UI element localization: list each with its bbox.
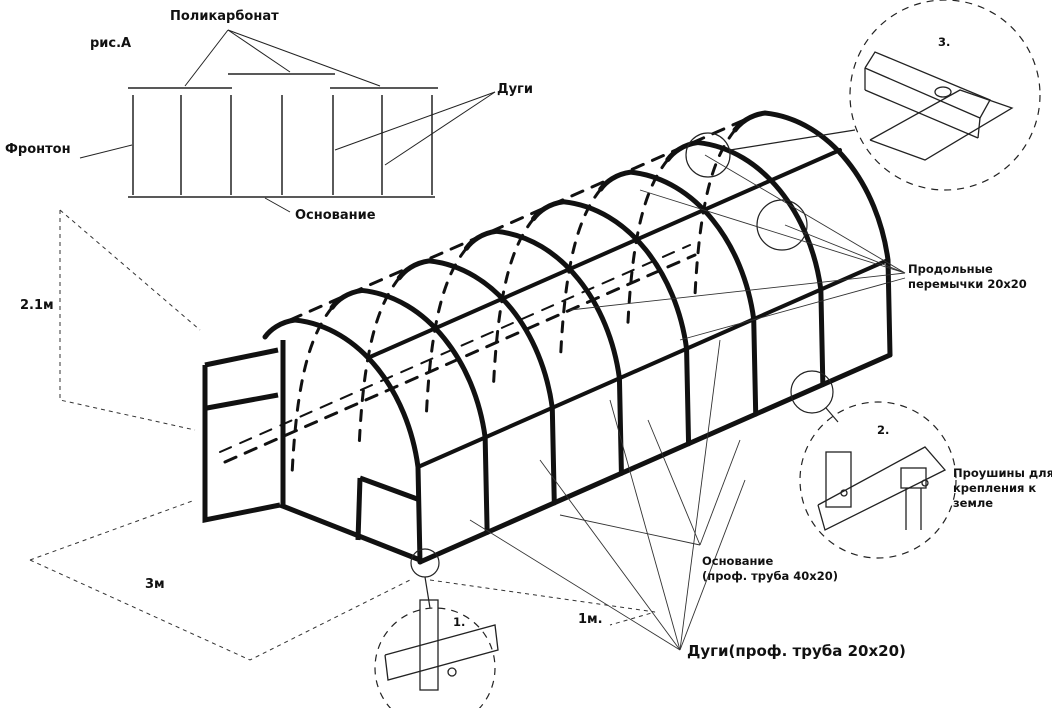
gable-label: Фронтон — [5, 142, 71, 157]
figure-a-drawing — [79, 29, 496, 213]
inset-2-circle — [799, 401, 957, 559]
inset-1-sketch — [384, 599, 499, 691]
arch-hidden-side — [424, 246, 468, 415]
detail-circles — [374, 0, 1041, 708]
lugs-line-3: земле — [953, 496, 994, 510]
base-pipe-line-1: Основание — [702, 554, 774, 568]
arch — [396, 258, 557, 506]
inset-3-sketch — [864, 51, 1014, 161]
base-pipe-label: Основание (проф. труба 40х20) — [702, 554, 838, 584]
arcs-label: Дуги — [497, 82, 533, 97]
inset-3-number: 3. — [938, 35, 951, 49]
longitudinal-brace-hidden — [223, 253, 697, 464]
lugs-line-1: Проушины для — [953, 466, 1052, 480]
arch-hidden-side — [693, 128, 737, 297]
figure-a-title: рис.А — [90, 36, 132, 51]
inset-1-number: 1. — [453, 615, 466, 629]
arcs-pipe-label: Дуги(проф. труба 20х20) — [687, 642, 906, 660]
inset-2-number: 2. — [877, 423, 890, 437]
arch — [262, 317, 423, 565]
base-beam-front — [417, 352, 893, 565]
longitudinal-brace-lower — [416, 258, 890, 469]
leader-lines — [469, 154, 906, 651]
base-beam-back — [219, 244, 691, 453]
longitudinal-line-2: перемычки 20х20 — [908, 277, 1027, 291]
longitudinal-brace-top — [288, 111, 762, 322]
width-dimension: 3м — [145, 577, 165, 592]
arch-hidden-side — [290, 305, 334, 474]
arch-hidden-side — [357, 276, 401, 445]
height-dimension: 2.1м — [20, 298, 54, 313]
inset-1-circle — [374, 607, 496, 708]
arch-hidden-side — [559, 187, 603, 356]
longitudinal-brace-ridge — [368, 148, 842, 359]
greenhouse-frame — [219, 110, 893, 565]
inset-2-sketch — [817, 446, 947, 531]
inset-3-circle — [849, 0, 1041, 191]
front-gable — [202, 340, 421, 563]
dimension-lines — [29, 209, 656, 661]
lugs-label: Проушины для крепления к земле — [953, 466, 1052, 511]
arch-hidden-side — [626, 158, 670, 327]
longitudinal-line-1: Продольные — [908, 262, 993, 276]
lugs-line-2: крепления к — [953, 481, 1037, 495]
figure-a-arcs — [132, 95, 433, 195]
arch-hidden-side — [492, 217, 536, 386]
polycarbonate-label: Поликарбонат — [170, 9, 279, 24]
arch — [598, 169, 759, 417]
spacing-dimension: 1м. — [578, 612, 603, 627]
base-label: Основание — [295, 208, 376, 223]
base-pipe-line-2: (проф. труба 40х20) — [702, 569, 838, 583]
longitudinal-braces-label: Продольные перемычки 20х20 — [908, 262, 1027, 292]
